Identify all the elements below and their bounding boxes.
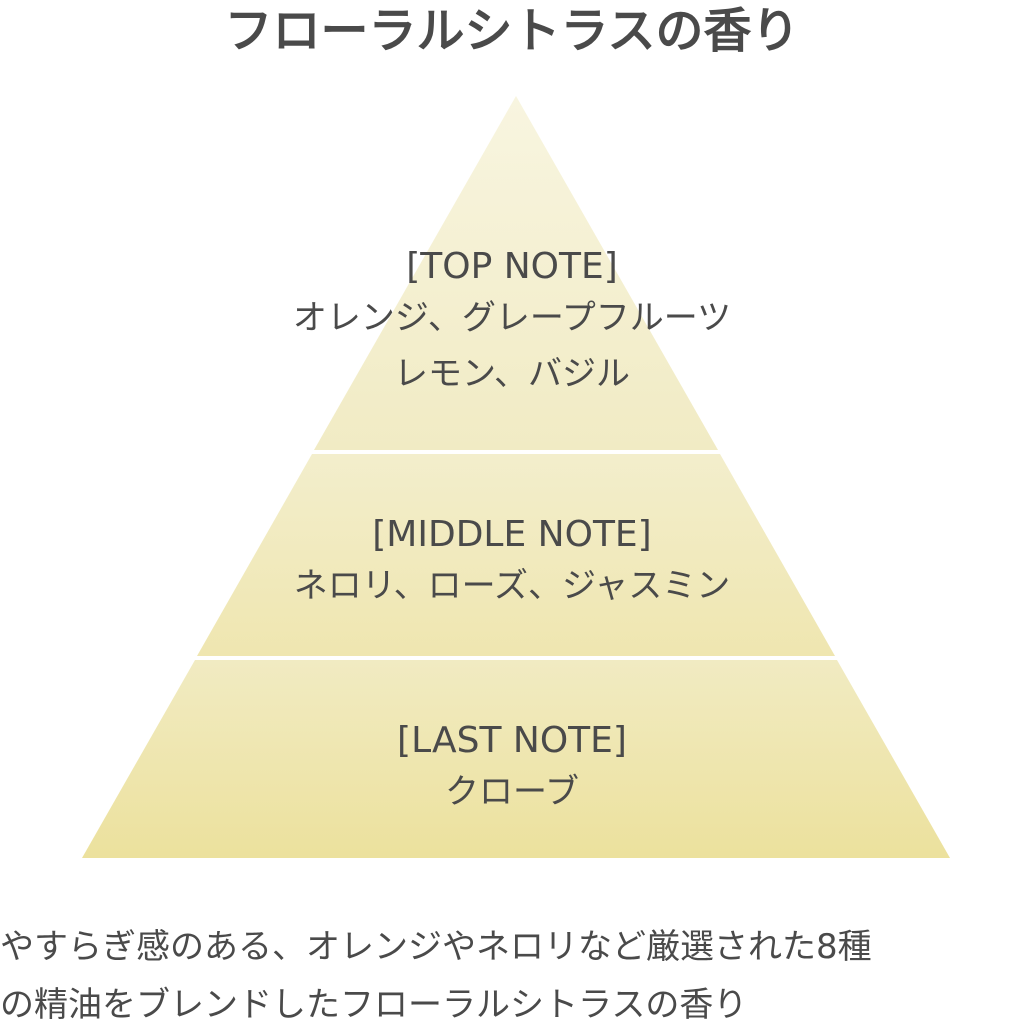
last-note-heading: [LAST NOTE] [397,720,627,761]
middle-note-line-1: ネロリ、ローズ、ジャスミン [293,566,731,606]
top-note-line-2: レモン、バジル [394,354,630,394]
description-line-2: の精油をブレンドしたフローラルシトラスの香り [0,985,748,1024]
middle-note-heading: [MIDDLE NOTE] [372,514,652,555]
top-note-line-1: オレンジ、グレープフルーツ [292,298,732,338]
top-note-tier [314,96,718,450]
middle-note-tier [197,454,835,656]
fragrance-description: やすらぎ感のある、オレンジやネロリなど厳選された8種 の精油をブレンドしたフロー… [0,918,1024,1024]
last-note-tier [82,660,950,858]
top-note-group: [TOP NOTE] オレンジ、グレープフルーツ レモン、バジル [0,244,1024,402]
middle-note-group: [MIDDLE NOTE] ネロリ、ローズ、ジャスミン [0,512,1024,614]
last-note-line-1: クローブ [445,772,579,812]
description-line-1: やすらぎ感のある、オレンジやネロリなど厳選された8種 [0,927,872,967]
top-note-heading: [TOP NOTE] [406,246,618,287]
last-note-group: [LAST NOTE] クローブ [0,718,1024,820]
page-title: フローラルシトラスの香り [224,3,800,59]
